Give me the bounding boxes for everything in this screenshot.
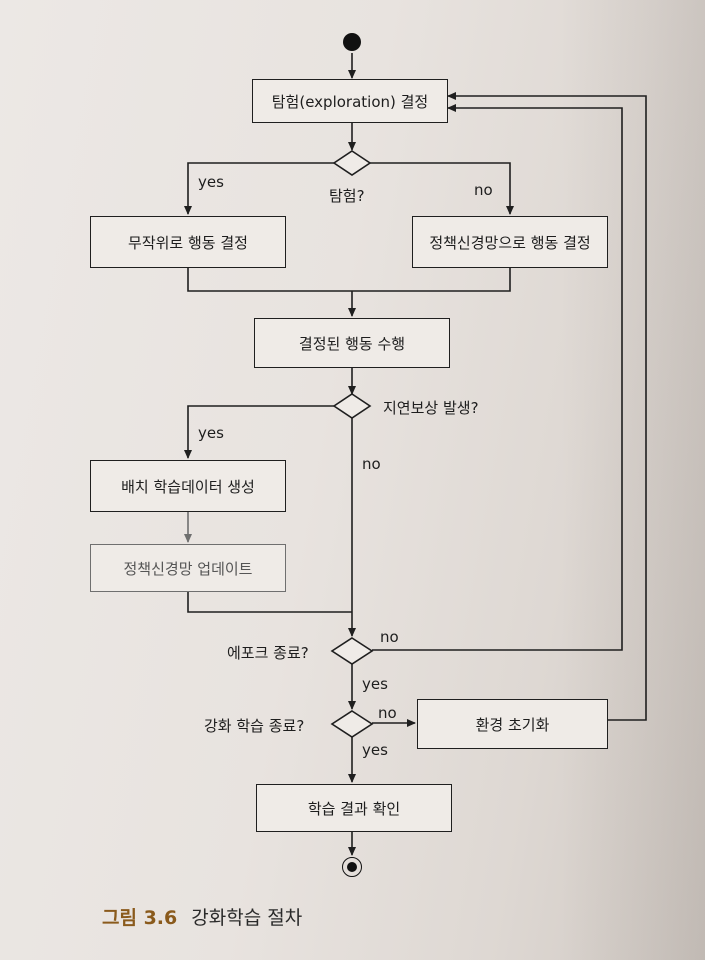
decision-diamond-reward [332,393,372,419]
edge-reward-yes [184,405,334,459]
box-batch-data: 배치 학습데이터 생성 [90,460,286,512]
edge-epoch-no [372,104,623,651]
box-policy-update: 정책신경망 업데이트 [90,544,286,592]
branch-epoch-yes: yes [362,675,388,693]
branch-reward-no: no [362,455,381,473]
figure-caption: 그림 3.6 강화학습 절차 [102,903,302,930]
box-explore-decision: 탐험(exploration) 결정 [252,79,448,123]
edge-update-merge [187,592,352,613]
branch-explore-no: no [474,181,493,199]
figure-title: 강화학습 절차 [191,907,303,929]
end-node [342,857,362,877]
branch-reward-yes: yes [198,424,224,442]
branch-explore-yes: yes [198,173,224,191]
page-shadow [560,0,705,960]
edge-reset-loop [447,92,647,721]
box-random-action: 무작위로 행동 결정 [90,216,286,268]
decision-diamond-rl [330,710,374,738]
decision-diamond-explore [332,150,372,176]
decision-label-rl: 강화 학습 종료? [204,717,305,735]
box-policy-action: 정책신경망으로 행동 결정 [412,216,608,268]
box-execute-action: 결정된 행동 수행 [254,318,450,368]
box-env-reset: 환경 초기화 [417,699,608,749]
branch-rl-yes: yes [362,741,388,759]
edge-explore-yes [184,162,334,215]
box-check-result: 학습 결과 확인 [256,784,452,832]
decision-label-reward: 지연보상 발생? [383,399,479,417]
figure-number: 그림 3.6 [102,907,178,929]
start-node [343,33,361,51]
edge-merge [187,268,511,292]
decision-diamond-epoch [330,637,374,665]
branch-rl-no: no [378,704,397,722]
decision-label-epoch: 에포크 종료? [227,644,309,662]
edge-explore-no [370,162,514,215]
branch-epoch-no: no [380,628,399,646]
decision-label-explore: 탐험? [329,187,365,205]
